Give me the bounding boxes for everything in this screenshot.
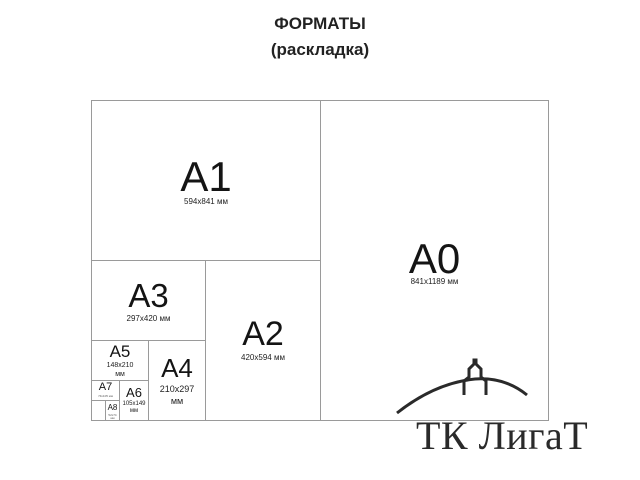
- sheet-a1: A1 594x841 мм: [91, 100, 321, 261]
- sheet-a2-size: 420x594 мм: [241, 353, 285, 362]
- logo-text: ТК ЛигаТ: [416, 413, 589, 458]
- sheet-a0-name: A0: [408, 235, 461, 282]
- page-subtitle: (раскладка): [270, 40, 370, 59]
- sheet-a4-size-line2: мм: [170, 396, 184, 406]
- sheet-a5-name: A5: [109, 342, 131, 361]
- sheet-a4: A4 210x297 мм: [148, 340, 206, 421]
- sheet-a3-name: A3: [128, 277, 169, 314]
- sheet-a2: A2 420x594 мм: [205, 260, 321, 421]
- sheet-a2-name: A2: [242, 315, 284, 353]
- sheet-a7: A7 74x105 мм: [91, 380, 120, 401]
- sheet-a4-size-line1: 210x297: [159, 384, 195, 394]
- sheet-a4-name: A4: [161, 353, 193, 383]
- sheet-a0-size: 841x1189 мм: [410, 277, 459, 286]
- sheet-a7-size: 74x105 мм: [98, 394, 113, 398]
- sheet-a0: A0 841x1189 мм: [320, 100, 549, 421]
- sheet-a1-name: A1: [180, 153, 232, 200]
- church-logo-icon: [396, 358, 528, 415]
- sheet-a3-size: 297x420 мм: [126, 314, 171, 323]
- sheet-a8: A8 52x74 мм: [105, 400, 120, 421]
- sheet-a5-size-line2: мм: [115, 371, 125, 378]
- sheet-a5: A5 148x210 мм: [91, 340, 149, 381]
- sheet-a6-name: A6: [126, 385, 142, 400]
- sheet-a1-size: 594x841 мм: [184, 197, 228, 206]
- sheet-remainder: [91, 400, 106, 421]
- sheet-a8-name: A8: [107, 403, 118, 412]
- page-title: ФОРМАТЫ: [274, 14, 366, 33]
- sheet-a6-size-line2: мм: [129, 408, 139, 414]
- sheet-a6: A6 105x149 мм: [119, 380, 149, 421]
- sheet-a8-size: 52x74 мм: [108, 413, 117, 420]
- sheet-a3: A3 297x420 мм: [91, 260, 206, 341]
- sheet-a5-size-line1: 148x210: [106, 362, 134, 369]
- sheet-a7-name: A7: [98, 381, 113, 393]
- sheet-a6-size-line1: 105x149: [122, 401, 146, 407]
